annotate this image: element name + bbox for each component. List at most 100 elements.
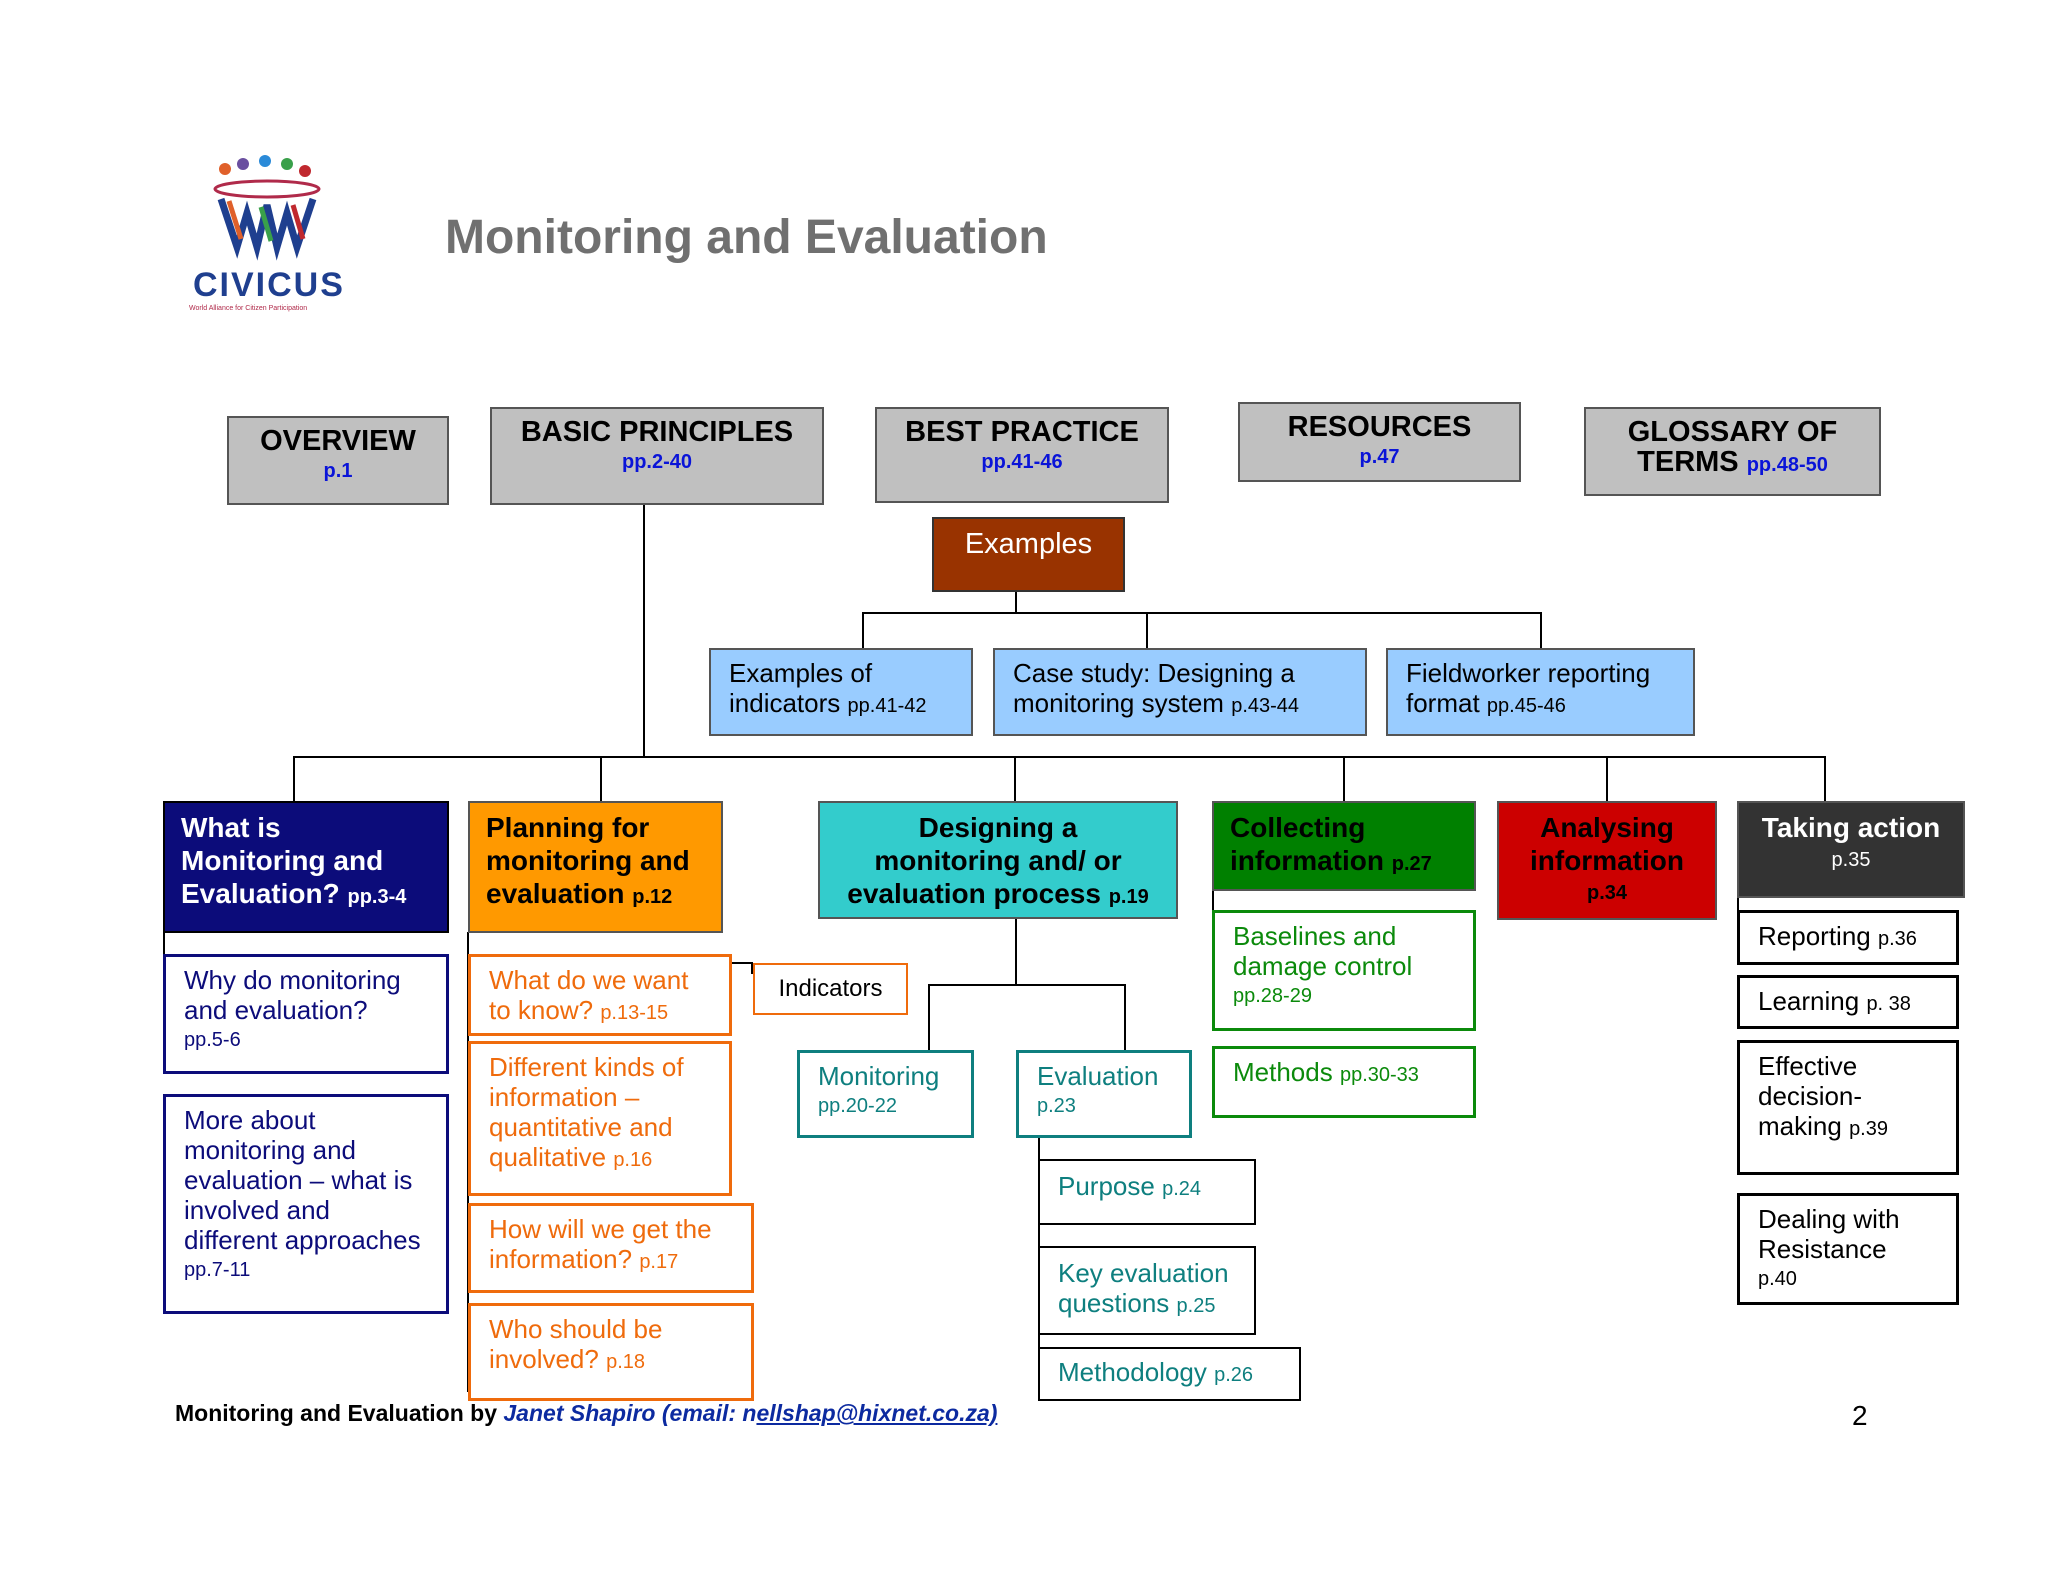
head-line: evaluation <box>486 878 625 909</box>
head-pages: p.34 <box>1586 882 1628 904</box>
monitoring-box[interactable]: Monitoring pp.20-22 <box>797 1050 974 1138</box>
connector <box>293 756 1825 758</box>
glossary-box[interactable]: GLOSSARY OF TERMS pp.48-50 <box>1584 407 1881 496</box>
overview-box[interactable]: OVERVIEW p.1 <box>227 416 449 505</box>
methodology-box[interactable]: Methodology p.26 <box>1038 1347 1301 1401</box>
item-pages: pp.45-46 <box>1486 695 1566 717</box>
logo-name: CIVICUS <box>193 266 345 304</box>
item-line: evaluation – what is <box>184 1165 413 1195</box>
resources-label: RESOURCES <box>1287 411 1472 443</box>
who-involved-box[interactable]: Who should be involved? p.18 <box>468 1303 754 1401</box>
item-pages: pp.5-6 <box>184 1029 241 1051</box>
item-line: different approaches <box>184 1225 421 1255</box>
item-line: decision- <box>1758 1081 1863 1111</box>
best-practice-box[interactable]: BEST PRACTICE pp.41-46 <box>875 407 1169 503</box>
item-pages: p.39 <box>1849 1118 1888 1140</box>
item-line: Dealing with <box>1758 1204 1900 1234</box>
more-about-me-box[interactable]: More about monitoring and evaluation – w… <box>163 1094 449 1314</box>
item-line: involved? <box>489 1344 599 1374</box>
item-line: information – <box>489 1082 640 1112</box>
how-get-info-box[interactable]: How will we get the information? p.17 <box>468 1203 754 1293</box>
item-line: Resistance <box>1758 1234 1887 1264</box>
item-line: damage control <box>1233 951 1413 981</box>
case-study-box[interactable]: Case study: Designing a monitoring syste… <box>993 648 1367 736</box>
item-pages: p. 38 <box>1866 993 1911 1015</box>
logo-mark-icon <box>213 155 321 261</box>
collecting-box[interactable]: Collecting information p.27 <box>1212 801 1476 891</box>
examples-of-indicators[interactable]: Examples of indicators pp.41-42 <box>709 648 973 736</box>
analysing-box[interactable]: Analysing information p.34 <box>1497 801 1717 920</box>
item-pages: p.23 <box>1037 1095 1076 1117</box>
designing-box[interactable]: Designing a monitoring and/ or evaluatio… <box>818 801 1178 919</box>
item-pages: pp.41-42 <box>847 695 927 717</box>
reporting-box[interactable]: Reporting p.36 <box>1737 910 1959 965</box>
footer-email-link[interactable]: ellshap@hixnet.co.za) <box>756 1400 998 1426</box>
head-line: What is <box>181 812 281 843</box>
glossary-label: GLOSSARY OF <box>1627 416 1838 448</box>
footer-prefix: Monitoring and Evaluation by <box>175 1400 497 1426</box>
item-pages: p.26 <box>1214 1364 1254 1386</box>
logo-tagline: World Alliance for Citizen Participation <box>189 305 308 312</box>
item-pages: p.36 <box>1877 928 1917 950</box>
item-line: monitoring system <box>1013 688 1224 718</box>
key-questions-box[interactable]: Key evaluation questions p.25 <box>1038 1246 1256 1335</box>
head-line: Planning for <box>486 812 650 843</box>
planning-box[interactable]: Planning for monitoring and evaluation p… <box>468 801 723 933</box>
item-line: questions <box>1058 1288 1170 1318</box>
examples-box[interactable]: Examples <box>932 517 1125 592</box>
item-pages: p.16 <box>613 1149 653 1171</box>
head-pages: p.12 <box>632 886 673 908</box>
resources-pages: p.47 <box>1359 446 1400 468</box>
learning-box[interactable]: Learning p. 38 <box>1737 975 1959 1029</box>
head-pages: p.35 <box>1831 849 1871 871</box>
what-is-me-box[interactable]: What is Monitoring and Evaluation? pp.3-… <box>163 801 449 933</box>
item-line: involved and <box>184 1195 330 1225</box>
head-pages: p.19 <box>1108 886 1149 908</box>
page-title: Monitoring and Evaluation <box>445 211 1048 264</box>
item-line: information? <box>489 1244 633 1274</box>
item-line: indicators <box>729 688 841 718</box>
indicators-box[interactable]: Indicators <box>753 963 908 1015</box>
item-line: Case study: Designing a <box>1013 658 1295 688</box>
item-pages: pp.30-33 <box>1339 1064 1419 1086</box>
item-line: Fieldworker reporting <box>1406 658 1651 688</box>
head-line: monitoring and <box>486 845 690 876</box>
evaluation-box[interactable]: Evaluation p.23 <box>1016 1050 1192 1138</box>
what-do-we-want-box[interactable]: What do we want to know? p.13-15 <box>468 954 732 1036</box>
item-line: Why do monitoring <box>184 965 401 995</box>
item-line: Purpose <box>1058 1171 1155 1201</box>
head-line: information <box>1530 845 1684 876</box>
item-pages: pp.20-22 <box>818 1095 897 1117</box>
decision-making-box[interactable]: Effective decision- making p.39 <box>1737 1040 1959 1175</box>
item-line: More about <box>184 1105 316 1135</box>
basic-principles-box[interactable]: BASIC PRINCIPLES pp.2-40 <box>490 407 824 505</box>
fieldworker-box[interactable]: Fieldworker reporting format pp.45-46 <box>1386 648 1695 736</box>
head-line: information <box>1230 845 1384 876</box>
why-do-me-box[interactable]: Why do monitoring and evaluation? pp.5-6 <box>163 954 449 1074</box>
dealing-resistance-box[interactable]: Dealing with Resistance p.40 <box>1737 1193 1959 1305</box>
item-pages: p.17 <box>639 1251 679 1273</box>
basic-principles-label: BASIC PRINCIPLES <box>520 416 794 448</box>
purpose-box[interactable]: Purpose p.24 <box>1038 1159 1256 1225</box>
methods-box[interactable]: Methods pp.30-33 <box>1212 1046 1476 1118</box>
head-line: Evaluation? <box>181 878 340 909</box>
item-line: to know? <box>489 995 594 1025</box>
overview-pages: p.1 <box>323 460 353 482</box>
page-number: 2 <box>1852 1400 1868 1431</box>
head-line: evaluation process <box>847 878 1101 909</box>
taking-action-box[interactable]: Taking action p.35 <box>1737 801 1965 898</box>
connector <box>643 503 645 758</box>
glossary-pages: pp.48-50 <box>1746 454 1828 476</box>
item-pages: p.18 <box>606 1351 646 1373</box>
item-line: qualitative <box>489 1142 607 1172</box>
resources-box[interactable]: RESOURCES p.47 <box>1238 402 1521 482</box>
baselines-box[interactable]: Baselines and damage control pp.28-29 <box>1212 910 1476 1031</box>
examples-label: Examples <box>964 528 1093 560</box>
overview-label: OVERVIEW <box>260 425 416 457</box>
item-line: Baselines and <box>1233 921 1397 951</box>
item-line: Monitoring <box>818 1061 940 1091</box>
kinds-of-info-box[interactable]: Different kinds of information – quantit… <box>468 1041 732 1196</box>
item-line: monitoring and <box>184 1135 356 1165</box>
item-pages: pp.28-29 <box>1233 985 1312 1007</box>
item-line: making <box>1758 1111 1842 1141</box>
